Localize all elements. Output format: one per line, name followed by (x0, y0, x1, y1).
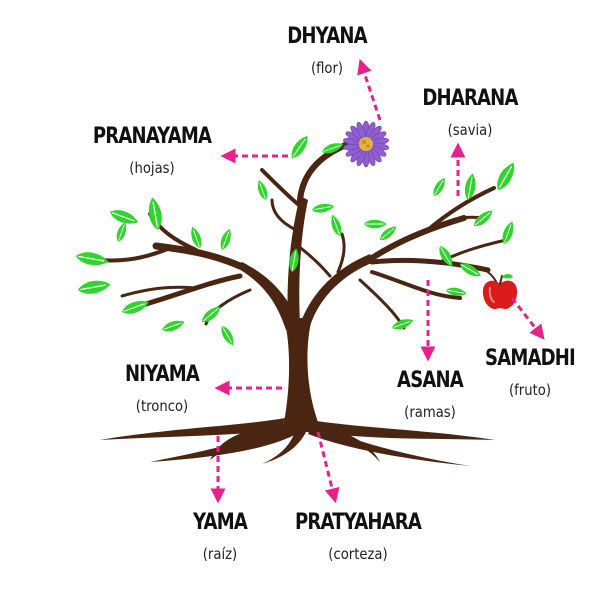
label-sub: (savia) (447, 121, 493, 139)
leaf-icon (287, 132, 313, 162)
label-sub: (ramas) (404, 403, 456, 421)
flower-icon (343, 120, 389, 168)
label-name: ASANA (397, 368, 464, 393)
apple-icon (482, 273, 518, 310)
label-name: YAMA (193, 510, 248, 535)
label-name: PRANAYAMA (92, 124, 212, 149)
label-asana: ASANA (ramas) (390, 368, 470, 422)
leaf-icon (119, 296, 152, 318)
pointer-arrows (210, 58, 545, 504)
label-sub: (flor) (310, 59, 344, 77)
label-yama: YAMA (raíz) (187, 510, 253, 564)
leaf-icon (113, 220, 130, 244)
label-sub: (tronco) (135, 397, 189, 415)
label-dhyana: DHYANA (flor) (279, 24, 376, 78)
label-sub: (corteza) (328, 545, 388, 563)
leaf-icon (430, 175, 449, 199)
label-sub: (fruto) (509, 381, 551, 399)
leaf-icon (310, 201, 336, 215)
leaf-icon (492, 159, 520, 194)
label-name: SAMADHI (485, 346, 576, 371)
label-pranayama: PRANAYAMA (hojas) (80, 124, 224, 178)
leaf-icon (217, 323, 238, 349)
arrow-icon (316, 431, 340, 504)
label-name: NIYAMA (124, 362, 200, 387)
arrow-icon (510, 297, 545, 340)
label-name: PRATYAHARA (295, 510, 422, 535)
label-sub: (hojas) (129, 159, 175, 177)
leaf-icon (390, 315, 416, 333)
label-sub: (raíz) (202, 545, 238, 563)
label-name: DHYANA (287, 24, 367, 49)
leaf-icon (363, 219, 387, 229)
label-pratyahara: PRATYAHARA (corteza) (281, 510, 435, 564)
roots (100, 418, 495, 466)
label-name: DHARANA (422, 86, 518, 111)
label-niyama: NIYAMA (tronco) (117, 362, 207, 416)
leaf-icon (159, 317, 187, 335)
leaf-icon (254, 178, 271, 202)
leaf-icon (76, 277, 113, 297)
label-samadhi: SAMADHI (fruto) (475, 346, 585, 400)
trunk (234, 196, 374, 432)
leaf-icon (74, 249, 111, 269)
label-dharana: DHARANA (savia) (412, 86, 528, 140)
leaf-icon (217, 226, 235, 252)
